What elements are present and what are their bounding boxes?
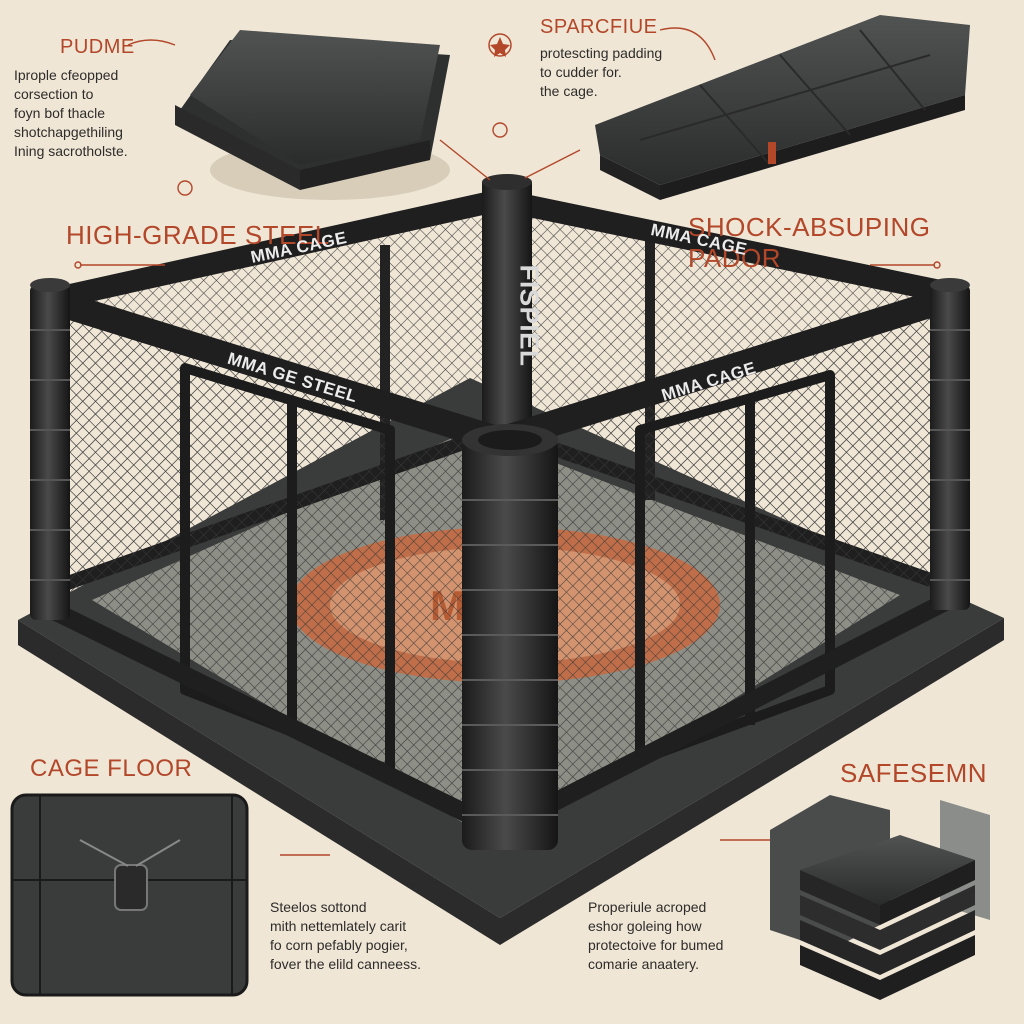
safety-heading: SAFESEMN [840, 758, 988, 788]
padding-description: Iprople cfeopped corsection to foyn bof … [14, 67, 128, 159]
cage-floor-inset [10, 793, 249, 997]
safety-description: Properiule acroped eshor goleing how pro… [588, 899, 724, 972]
sparcfiue-mat-illustration [595, 15, 970, 200]
steel-heading: HIGH-GRADE STEEL [66, 220, 330, 250]
cage-front-post [462, 424, 558, 850]
cage-post-label: FISPIEL [514, 264, 545, 367]
star-icon [488, 33, 512, 57]
cage-right-post [930, 278, 970, 610]
callout-leader-lines [74, 27, 941, 856]
padding-mat-illustration [175, 30, 450, 200]
floor-description: Steelos sottond mith nettemlately carit … [270, 899, 421, 972]
cage-back-post [482, 174, 532, 442]
cage-doors [180, 363, 835, 775]
shock-heading: SHOCK-ABSUPING PADOR [688, 212, 931, 273]
safety-mats-illustration [770, 795, 990, 1000]
floor-heading: CAGE FLOOR [30, 755, 193, 782]
cage-front-rails [35, 287, 958, 839]
sparcfiue-heading: SPARCFIUE [540, 16, 658, 38]
padding-heading: PUDME [60, 36, 135, 58]
sparcfiue-description: protescting padding to cudder for. the c… [540, 45, 663, 99]
cage-left-post [30, 278, 70, 620]
